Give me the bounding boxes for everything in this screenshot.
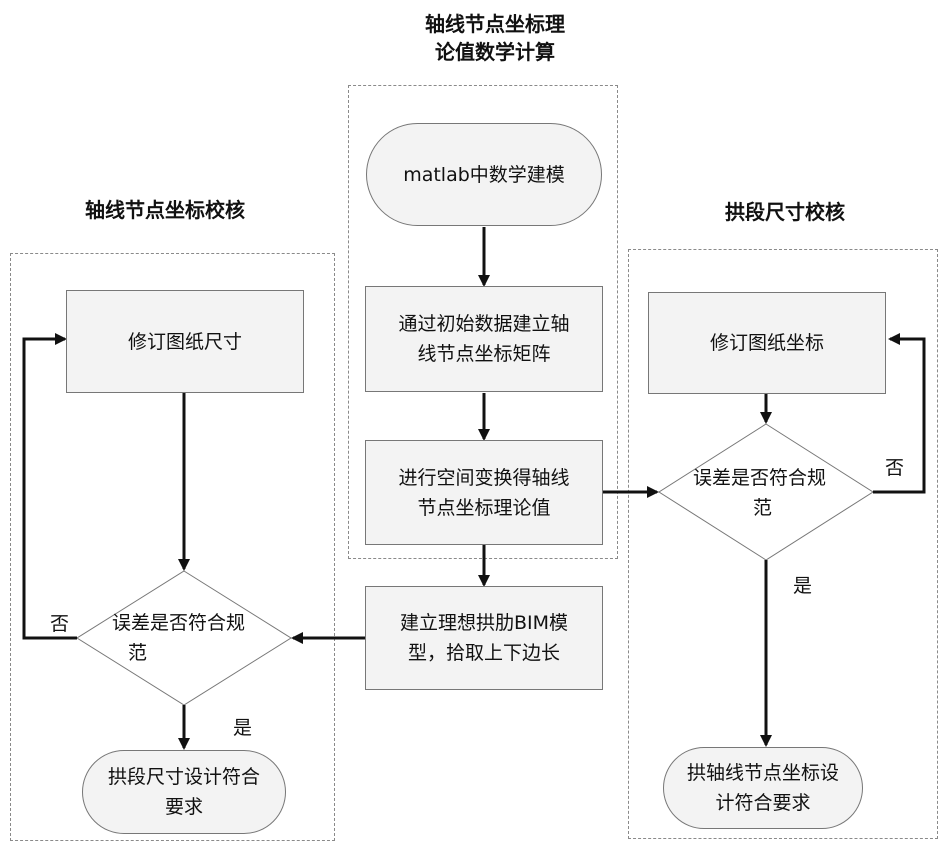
center-start-terminal: matlab中数学建模 — [366, 123, 602, 226]
center-heading-line1: 轴线节点坐标理 — [425, 12, 565, 36]
right-yes-label: 是 — [793, 575, 813, 597]
center-step3-box: 建立理想拱肋BIM模 型，拾取上下边长 — [365, 586, 603, 690]
center-step3-line1: 建立理想拱肋BIM模 — [399, 612, 569, 634]
right-decision-line2: 范 — [753, 497, 773, 519]
right-end-line2: 计符合要求 — [715, 792, 811, 814]
right-no-label: 否 — [885, 457, 905, 479]
right-group-heading: 拱段尺寸校核 — [725, 200, 845, 224]
center-step1-line1: 通过初始数据建立轴 — [398, 313, 570, 335]
left-revise-box: 修订图纸尺寸 — [66, 290, 304, 393]
left-yes-label: 是 — [233, 717, 253, 739]
left-group-container — [10, 253, 335, 841]
arrow-left-no-loop — [22, 333, 77, 640]
right-decision-line1: 误差是否符合规 — [693, 467, 827, 489]
left-decision-line1: 误差是否符合规 — [112, 612, 246, 634]
center-step3-line2: 型，拾取上下边长 — [407, 642, 560, 664]
arrow-right-no-loop — [873, 333, 926, 494]
left-end-line1: 拱段尺寸设计符合 — [107, 766, 260, 788]
center-step1-box: 通过初始数据建立轴 线节点坐标矩阵 — [365, 286, 603, 392]
right-decision-text: 误差是否符合规 范 — [693, 463, 843, 523]
center-heading-line2: 论值数学计算 — [435, 40, 555, 64]
right-end-terminal: 拱轴线节点坐标设 计符合要求 — [663, 747, 863, 829]
center-group-heading: 轴线节点坐标理 论值数学计算 — [395, 10, 595, 66]
left-decision-text: 误差是否符合规 范 — [112, 608, 262, 668]
right-revise-label: 修订图纸坐标 — [709, 332, 824, 354]
center-step2-line1: 进行空间变换得轴线 — [398, 466, 570, 489]
left-revise-label: 修订图纸尺寸 — [127, 330, 242, 353]
right-group-container — [628, 249, 938, 839]
left-end-terminal: 拱段尺寸设计符合 要求 — [82, 750, 286, 834]
left-no-label: 否 — [50, 613, 70, 635]
right-end-line1: 拱轴线节点坐标设 — [686, 762, 839, 784]
left-group-heading: 轴线节点坐标校核 — [85, 198, 245, 222]
center-step1-line2: 线节点坐标矩阵 — [417, 343, 551, 365]
center-start-label: matlab中数学建模 — [403, 163, 565, 186]
right-revise-box: 修订图纸坐标 — [648, 292, 886, 394]
center-step2-line2: 节点坐标理论值 — [417, 496, 551, 519]
left-end-line2: 要求 — [164, 796, 203, 818]
left-decision-line2: 范 — [128, 642, 148, 664]
center-step2-box: 进行空间变换得轴线 节点坐标理论值 — [365, 440, 603, 545]
